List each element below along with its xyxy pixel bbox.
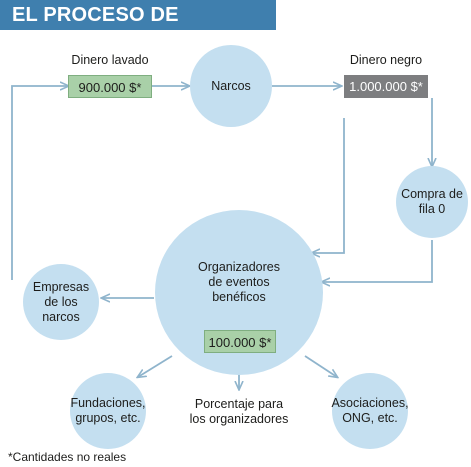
dinero-negro-amount: 1.000.000 $* (344, 75, 428, 98)
dinero-lavado-label: Dinero lavado (71, 53, 149, 67)
compra-fila-node: Compra de fila 0 (396, 166, 468, 238)
fundaciones-node: Fundaciones, grupos, etc. (70, 373, 146, 449)
narcos-node: Narcos (190, 45, 272, 127)
dinero-lavado-amount: 900.000 $* (68, 75, 152, 98)
arrow-compra-to-organizadores (322, 240, 433, 282)
asociaciones-node: Asociaciones, ONG, etc. (331, 373, 409, 449)
arrow-negro-to-organizadores (312, 118, 345, 253)
arrow-organizadores-to-fundaciones (138, 355, 173, 377)
organizadores-amount: 100.000 $* (204, 330, 276, 353)
dinero-negro-label: Dinero negro (349, 53, 423, 67)
compra-fila-label: Compra de fila 0 (401, 187, 463, 216)
arrow-empresas-to-lavado (11, 86, 68, 280)
empresas-node: Empresas de los narcos (23, 264, 99, 340)
organizadores-label: Organizadores de eventos benéficos (198, 260, 280, 304)
asociaciones-label: Asociaciones, ONG, etc. (331, 396, 409, 425)
footnote: *Cantidades no reales (8, 450, 127, 464)
arrow-organizadores-to-asociaciones (304, 355, 337, 377)
porcentaje-label: Porcentaje para los organizadores (189, 397, 289, 426)
fundaciones-label: Fundaciones, grupos, etc. (70, 396, 146, 425)
diagram-title: EL PROCESO DE BLANQUEO (0, 0, 276, 56)
narcos-label: Narcos (211, 78, 251, 93)
empresas-label: Empresas de los narcos (32, 279, 90, 324)
